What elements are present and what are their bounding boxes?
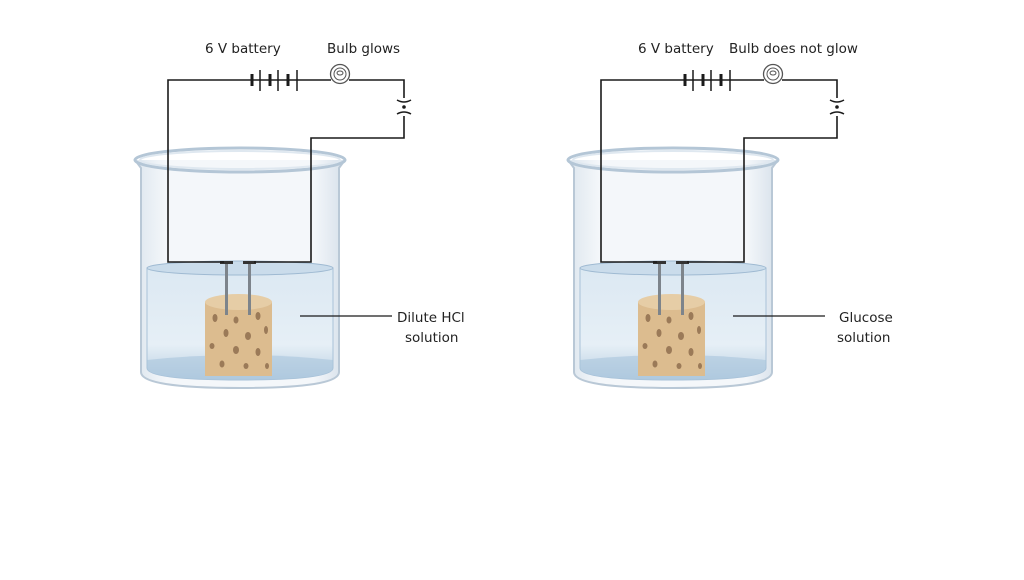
bulb-label: Bulb glows	[327, 41, 400, 57]
solution-label: Glucose	[839, 310, 893, 326]
solution-label: Dilute HCl	[397, 310, 465, 326]
circuit-beaker-illustration	[133, 63, 413, 390]
solution-label-line2: solution	[405, 330, 458, 346]
solution-label-line2: solution	[837, 330, 890, 346]
battery-label: 6 V battery	[205, 41, 281, 57]
bulb-label: Bulb does not glow	[729, 41, 858, 57]
setup-glucose: 6 V battery Bulb does not glow Glucose s…	[566, 41, 893, 390]
setup-hcl: 6 V battery Bulb glows Dilute HCl soluti…	[133, 41, 465, 390]
battery-label: 6 V battery	[638, 41, 714, 57]
circuit-beaker-illustration	[566, 63, 846, 390]
